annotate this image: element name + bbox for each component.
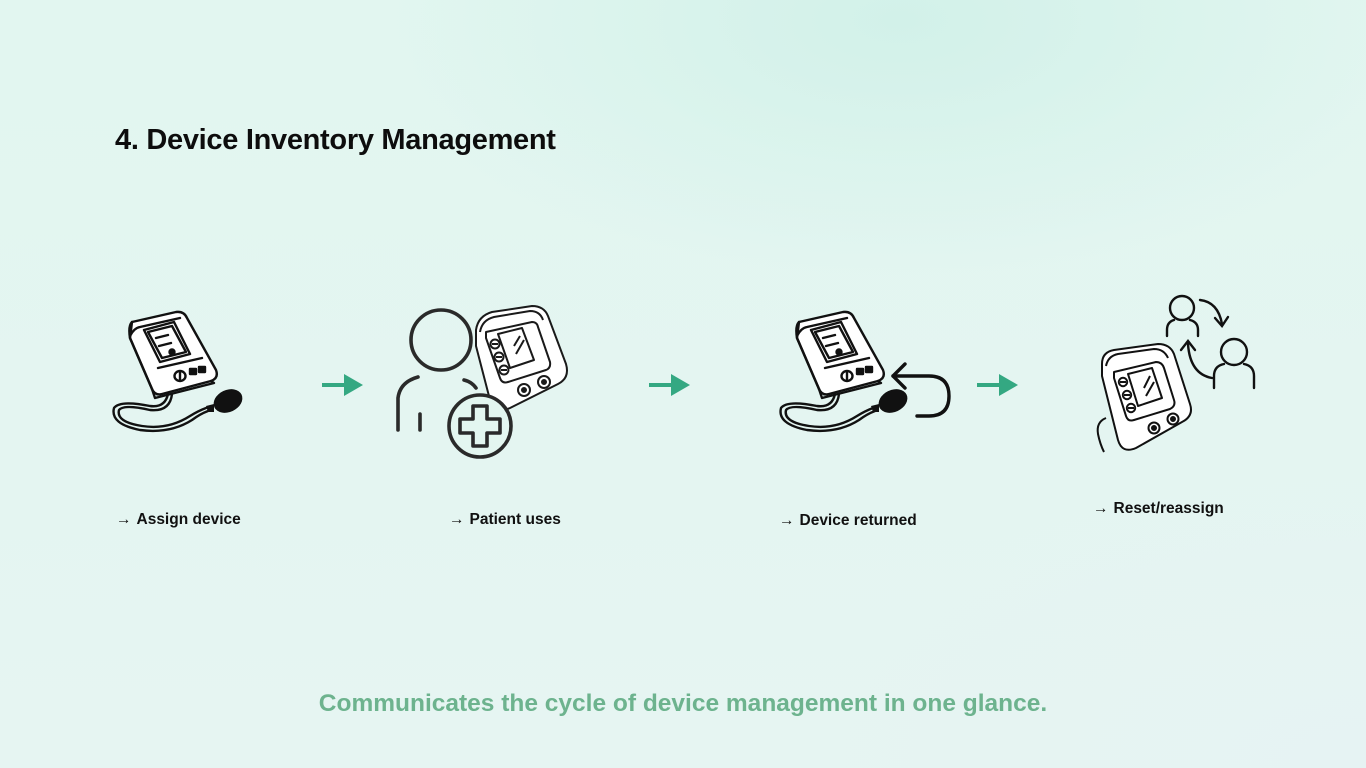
- arrow-right-icon: →: [1093, 500, 1109, 517]
- step-label-device-returned: →Device returned: [779, 512, 917, 529]
- flow-arrow-1: [322, 373, 364, 397]
- flow-arrow-2: [649, 373, 691, 397]
- flow-arrow-3: [977, 373, 1019, 397]
- arrow-right-icon: →: [449, 511, 465, 528]
- step-label-patient-uses: →Patient uses: [449, 511, 561, 528]
- patient-with-monitor-icon: [392, 302, 577, 462]
- arrow-right-icon: →: [779, 512, 795, 529]
- step-label-reset-reassign: →Reset/reassign: [1093, 500, 1224, 517]
- monitor-return-icon: [777, 308, 957, 438]
- arrow-right-icon: →: [116, 511, 132, 528]
- tagline: Communicates the cycle of device managem…: [318, 690, 1048, 717]
- monitor-reassign-users-icon: [1092, 292, 1262, 457]
- blood-pressure-monitor-icon: [110, 308, 250, 438]
- step-label-assign-device: →Assign device: [116, 511, 241, 528]
- page-title: 4. Device Inventory Management: [115, 124, 556, 156]
